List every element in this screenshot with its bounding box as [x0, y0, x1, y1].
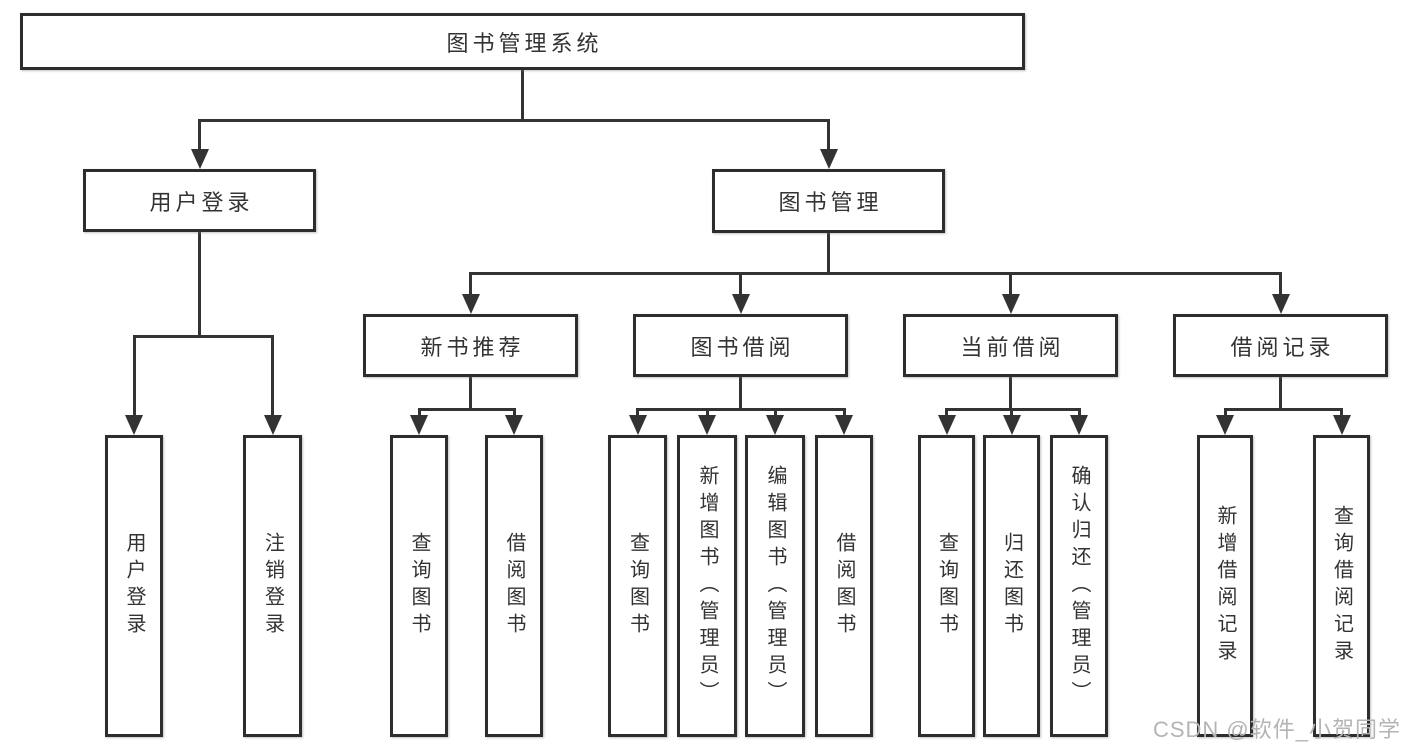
- node-root: 图书管理系统: [20, 13, 1025, 70]
- connector-branch-user-login: [198, 119, 201, 151]
- node-new-book-rec: 新书推荐: [363, 314, 578, 377]
- node-borrow-records: 借阅记录: [1173, 314, 1388, 377]
- node-label-bb-borrow: 借阅图书: [833, 532, 855, 640]
- node-bb-borrow: 借阅图书: [815, 435, 873, 737]
- arrowhead-down-bb-borrow: [835, 415, 853, 435]
- connector-branch-book-borrow: [739, 272, 742, 296]
- connector-branch-leaf-user-login: [132, 335, 136, 417]
- connector-rail-root: [198, 119, 830, 122]
- arrowhead-down-br-query: [1332, 415, 1351, 435]
- node-label-cb-confirm: 确认归还（管理员）: [1068, 464, 1090, 708]
- arrowhead-down-br-add: [1216, 415, 1234, 435]
- node-label-cb-query: 查询图书: [935, 532, 958, 640]
- connector-drop-book-manage: [827, 232, 830, 274]
- node-label-bb-edit: 编辑图书（管理员）: [764, 464, 786, 708]
- connector-rail-book-borrow: [636, 408, 846, 411]
- connector-rail-user-login: [132, 335, 274, 338]
- connector-drop-new-book-rec: [469, 376, 472, 410]
- node-label-bb-add: 新增图书（管理员）: [696, 464, 718, 708]
- node-book-manage: 图书管理: [712, 169, 945, 233]
- node-leaf-logout: 注销登录: [243, 435, 302, 737]
- connector-drop-root: [521, 69, 524, 121]
- connector-branch-bb-edit: [773, 408, 777, 417]
- connector-branch-cb-confirm: [1077, 408, 1081, 417]
- arrowhead-down-new-book-rec: [461, 294, 480, 314]
- node-bb-query: 查询图书: [608, 435, 667, 737]
- node-cb-query: 查询图书: [918, 435, 975, 737]
- arrowhead-down-cb-query: [937, 415, 956, 435]
- connector-branch-br-query: [1340, 408, 1343, 417]
- arrowhead-down-current-borrow: [1001, 294, 1020, 314]
- arrowhead-down-bb-query: [628, 415, 647, 435]
- connector-branch-cb-return: [1010, 408, 1013, 417]
- connector-branch-bb-borrow: [842, 408, 846, 417]
- connector-rail-book-manage: [469, 272, 1282, 275]
- arrowhead-down-cb-confirm: [1070, 415, 1088, 435]
- node-current-borrow: 当前借阅: [903, 314, 1118, 377]
- arrowhead-down-leaf-user-login: [125, 415, 143, 435]
- connector-rail-borrow-records: [1223, 408, 1343, 411]
- node-label-rec-borrow: 借阅图书: [503, 532, 525, 640]
- connector-branch-rec-borrow: [512, 408, 516, 417]
- node-rec-query: 查询图书: [390, 435, 448, 737]
- node-leaf-user-login: 用户登录: [105, 435, 163, 737]
- connector-drop-current-borrow: [1009, 376, 1012, 410]
- arrowhead-down-cb-return: [1002, 415, 1021, 435]
- arrowhead-down-book-borrow: [731, 294, 750, 314]
- node-label-book-manage: 图书管理: [778, 190, 883, 215]
- node-bb-add: 新增图书（管理员）: [677, 435, 737, 737]
- node-label-borrow-records: 借阅记录: [1230, 334, 1335, 360]
- node-label-bb-query: 查询图书: [626, 532, 649, 640]
- node-book-borrow: 图书借阅: [633, 314, 848, 377]
- node-cb-return: 归还图书: [983, 435, 1040, 737]
- node-br-add: 新增借阅记录: [1197, 435, 1253, 737]
- watermark: CSDN @软件_小贺同学: [1152, 717, 1401, 742]
- node-user-login: 用户登录: [83, 169, 316, 232]
- arrowhead-down-borrow-records: [1271, 294, 1290, 314]
- node-label-book-borrow: 图书借阅: [690, 334, 795, 360]
- connector-drop-user-login: [198, 231, 201, 337]
- node-label-br-add: 新增借阅记录: [1214, 505, 1236, 667]
- node-label-cb-return: 归还图书: [1000, 532, 1023, 640]
- node-label-br-query: 查询借阅记录: [1330, 505, 1353, 667]
- node-label-current-borrow: 当前借阅: [960, 334, 1065, 360]
- connector-branch-bb-add: [705, 408, 709, 417]
- connector-branch-br-add: [1223, 408, 1227, 417]
- node-label-user-login: 用户登录: [149, 189, 254, 215]
- node-label-new-book-rec: 新书推荐: [420, 334, 525, 360]
- connector-branch-rec-query: [417, 408, 421, 417]
- arrowhead-down-bb-add: [698, 415, 716, 435]
- arrowhead-down-book-manage: [819, 149, 838, 169]
- connector-branch-bb-query: [636, 408, 639, 417]
- node-br-query: 查询借阅记录: [1313, 435, 1370, 737]
- connector-branch-cb-query: [945, 408, 948, 417]
- node-cb-confirm: 确认归还（管理员）: [1050, 435, 1108, 737]
- arrowhead-down-rec-borrow: [505, 415, 523, 435]
- node-label-root: 图书管理系统: [446, 30, 603, 56]
- connector-branch-current-borrow: [1009, 272, 1012, 296]
- node-label-leaf-logout: 注销登录: [261, 532, 284, 640]
- connector-branch-book-manage: [827, 119, 830, 151]
- connector-branch-leaf-logout: [271, 335, 274, 417]
- connector-drop-book-borrow: [739, 376, 742, 410]
- connector-rail-new-book-rec: [417, 408, 516, 411]
- connector-branch-new-book-rec: [469, 272, 472, 296]
- node-label-rec-query: 查询图书: [408, 532, 430, 640]
- connector-branch-borrow-records: [1279, 272, 1282, 296]
- connector-drop-borrow-records: [1279, 376, 1282, 410]
- arrowhead-down-user-login: [190, 149, 209, 169]
- node-label-leaf-user-login: 用户登录: [123, 532, 145, 640]
- arrowhead-down-rec-query: [410, 415, 428, 435]
- node-bb-edit: 编辑图书（管理员）: [745, 435, 805, 737]
- arrowhead-down-bb-edit: [766, 415, 784, 435]
- node-rec-borrow: 借阅图书: [485, 435, 543, 737]
- arrowhead-down-leaf-logout: [263, 415, 282, 435]
